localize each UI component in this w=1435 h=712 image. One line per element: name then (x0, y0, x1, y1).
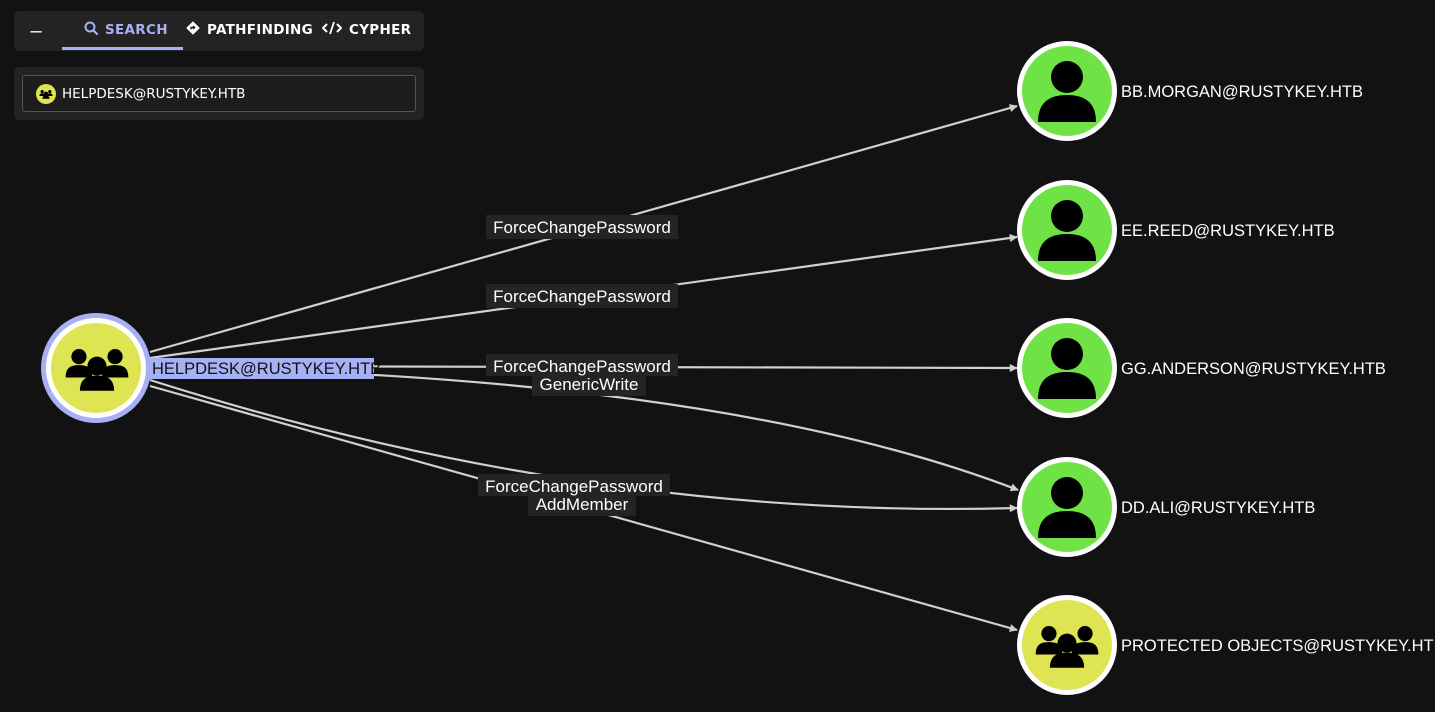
pathfinding-icon (186, 21, 200, 39)
node-gg-anderson[interactable]: GG.ANDERSON@RUSTYKEY.HTB (1017, 318, 1386, 418)
node-protected-objects[interactable]: PROTECTED OBJECTS@RUSTYKEY.HTB (1017, 595, 1435, 695)
node-label: BB.MORGAN@RUSTYKEY.HTB (1121, 83, 1363, 101)
node-dd-ali[interactable]: DD.ALI@RUSTYKEY.HTB (1017, 457, 1315, 557)
tab-search[interactable]: SEARCH (84, 11, 168, 49)
edge-label-text: ForceChangePassword (493, 218, 671, 237)
node-label: DD.ALI@RUSTYKEY.HTB (1121, 499, 1315, 517)
edge-label-3[interactable]: ForceChangePassword AddMember (478, 474, 670, 516)
active-tab-indicator (62, 47, 183, 50)
node-label: EE.REED@RUSTYKEY.HTB (1121, 222, 1335, 240)
edge-label-2[interactable]: ForceChangePassword GenericWrite (486, 354, 678, 396)
collapse-button[interactable]: – (30, 20, 42, 42)
node-label: PROTECTED OBJECTS@RUSTYKEY.HTB (1121, 637, 1435, 655)
node-ee-reed[interactable]: EE.REED@RUSTYKEY.HTB (1017, 180, 1335, 280)
group-icon (36, 83, 56, 104)
edge-label-1[interactable]: ForceChangePassword (486, 284, 678, 308)
edge-label-0[interactable]: ForceChangePassword (486, 215, 678, 239)
search-panel: HELPDESK@RUSTYKEY.HTB (14, 67, 424, 120)
tab-pathfinding[interactable]: PATHFINDING (186, 11, 313, 49)
search-icon (84, 21, 99, 39)
edge-label-text: ForceChangePassword (493, 357, 671, 376)
edge-label-text: ForceChangePassword (493, 287, 671, 306)
search-input[interactable]: HELPDESK@RUSTYKEY.HTB (22, 75, 416, 112)
tab-label: SEARCH (105, 22, 168, 38)
explore-tabs-panel: – SEARCH PATHFINDING CYPHER (14, 11, 424, 51)
edge-label-text: AddMember (536, 495, 629, 514)
node-helpdesk[interactable]: HELPDESK@RUSTYKEY.HTB (41, 313, 381, 423)
edge-label-text: ForceChangePassword (485, 477, 663, 496)
tab-cypher[interactable]: CYPHER (321, 11, 412, 49)
search-input-value: HELPDESK@RUSTYKEY.HTB (62, 85, 246, 102)
code-icon (321, 21, 343, 39)
node-label: GG.ANDERSON@RUSTYKEY.HTB (1121, 360, 1386, 378)
node-label: HELPDESK@RUSTYKEY.HTB (152, 360, 381, 378)
node-bb-morgan[interactable]: BB.MORGAN@RUSTYKEY.HTB (1017, 41, 1363, 141)
tab-label: PATHFINDING (207, 22, 314, 38)
edge-label-text: GenericWrite (540, 375, 639, 394)
tab-label: CYPHER (349, 22, 412, 38)
